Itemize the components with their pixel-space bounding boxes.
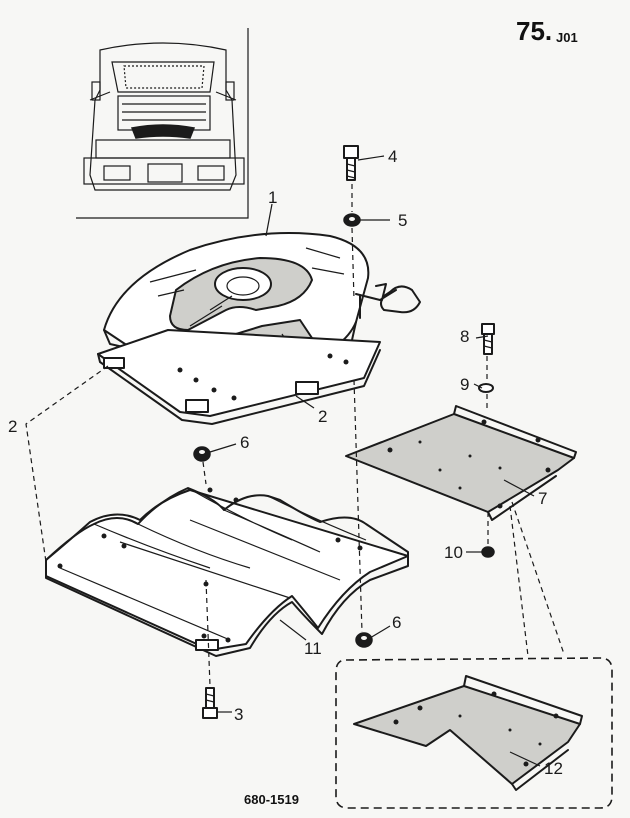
- leader-lines: [209, 155, 541, 767]
- mounting-plate: [97, 329, 381, 425]
- callout-7: 7: [538, 489, 547, 508]
- callout-8: 8: [460, 327, 469, 346]
- bolt-3: [202, 687, 218, 719]
- callout-2-right: 2: [318, 407, 327, 426]
- bolt-8: [481, 323, 495, 355]
- release-handle: [355, 283, 421, 314]
- sheet-id: 75.: [516, 16, 552, 46]
- callout-6-lower: 6: [392, 613, 401, 632]
- sheet-suffix: J01: [556, 30, 578, 45]
- nut-10: [481, 546, 495, 558]
- callout-2-left: 2: [8, 417, 17, 436]
- nut-6-upper: [193, 446, 211, 462]
- alternative-plate-detail: [335, 501, 613, 809]
- corrugated-subframe: [45, 487, 409, 657]
- callout-1: 1: [268, 188, 277, 207]
- callout-3: 3: [234, 705, 243, 724]
- nut-5: [343, 213, 361, 227]
- truck-location-inset: [76, 28, 249, 219]
- callout-6-upper: 6: [240, 433, 249, 452]
- callout-9: 9: [460, 375, 469, 394]
- highlighted-coupling-location: [130, 124, 196, 139]
- callout-11: 11: [304, 639, 322, 658]
- callout-4: 4: [388, 147, 397, 166]
- callout-10: 10: [444, 543, 463, 562]
- callout-labels: 1 2 2 3 4 5 6 6 7 8 9 10 11 12: [8, 147, 563, 778]
- assembly-centre-lines: [25, 184, 489, 687]
- callout-12: 12: [544, 759, 563, 778]
- drawing-number: 680-1519: [244, 792, 299, 807]
- bolt-4: [343, 145, 359, 181]
- nut-6-lower: [355, 632, 373, 648]
- callout-5: 5: [398, 211, 407, 230]
- washer-9: [478, 383, 494, 393]
